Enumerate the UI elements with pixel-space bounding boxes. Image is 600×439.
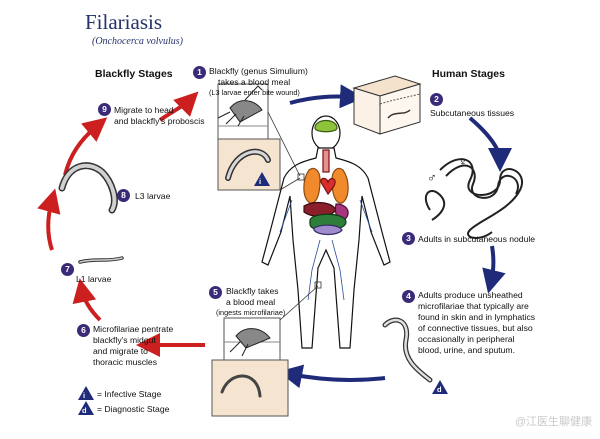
human-stages-header: Human Stages: [432, 68, 505, 80]
legend-diagnostic-label: = Diagnostic Stage: [97, 404, 170, 414]
step-badge-1: 1: [193, 66, 206, 79]
female-symbol: ♀: [458, 154, 468, 169]
adult-worms-drawing: [424, 158, 523, 239]
step-badge-7: 7: [61, 263, 74, 276]
legend-diagnostic-letter: d: [82, 406, 87, 415]
legend-infective-label: = Infective Stage: [97, 389, 162, 399]
skin-tissue-block: [352, 75, 422, 135]
step-badge-2: 2: [430, 93, 443, 106]
step-4-line-5: occasionally in peripheral: [418, 334, 515, 344]
step-6-line-4: thoracic muscles: [93, 357, 157, 367]
diagram-subtitle: (Onchocerca volvulus): [92, 36, 183, 47]
step-5-line-1: Blackfly takes: [226, 286, 279, 296]
step-4-line-2: microfilariae that typically are: [418, 301, 529, 311]
diagram-title: Filariasis: [85, 10, 162, 34]
step-6-line-3: and migrate to: [93, 346, 148, 356]
step-1-line-2: takes a blood meal: [218, 77, 291, 87]
inset-connector-lines: [267, 111, 322, 321]
step-badge-4: 4: [402, 290, 415, 303]
arrow-1-to-2: [289, 84, 364, 109]
diagnostic-marker-letter: d: [437, 385, 442, 394]
diagnostic-stage-marker: [432, 380, 448, 394]
blackfly-inset-top: [217, 83, 269, 140]
legend-infective-letter: i: [83, 391, 86, 400]
blackfly-inset-bottom: [223, 317, 281, 361]
infective-stage-marker: [254, 172, 270, 186]
arrow-6-to-7: [72, 278, 102, 322]
step-8-text: L3 larvae: [135, 191, 171, 201]
larva-inset-top: [217, 138, 281, 191]
step-badge-9: 9: [98, 103, 111, 116]
step-4-line-3: found in skin and in lymphatics: [418, 312, 536, 322]
arrow-8-to-9: [63, 117, 108, 176]
step-6-line-1: Microfilariae pentrate: [93, 324, 174, 334]
step-4-line-1: Adults produce unsheathed: [418, 290, 523, 300]
step-3-text: Adults in subcutaneous nodule: [418, 234, 536, 244]
step-badge-6: 6: [77, 324, 90, 337]
step-4-line-6: blood, urine, and sputum.: [418, 345, 515, 355]
step-1-line-1: Blackfly (genus Simulium): [209, 66, 308, 76]
step-5-line-3: (ingests microfilariae): [216, 308, 286, 317]
blackfly-stages-header: Blackfly Stages: [95, 68, 173, 80]
step-badge-3: 3: [402, 232, 415, 245]
step-2-text: Subcutaneous tissues: [430, 108, 515, 118]
cycle-arrows: [37, 84, 512, 389]
step-9-line-2: and blackfly's proboscis: [114, 116, 205, 126]
step-badge-5: 5: [209, 286, 222, 299]
arrow-7-to-8: [37, 188, 61, 251]
legend-infective-triangle: [78, 386, 94, 400]
arrow-2-to-3: [468, 116, 512, 172]
step-badge-8: 8: [117, 189, 130, 202]
microfilaria-drawing: [220, 374, 262, 398]
step-6-line-2: blackfly's midgut: [93, 335, 156, 345]
watermark: @江医生聊健康: [514, 416, 592, 428]
male-symbol: ♂: [427, 170, 437, 185]
arrow-3-to-4: [482, 245, 506, 294]
step-5-line-2: a blood meal: [226, 297, 276, 307]
step-4-line-4: of connective tissues, but also: [418, 323, 533, 333]
arrow-4-to-5: [278, 364, 386, 389]
step-9-line-1: Migrate to head: [114, 105, 174, 115]
human-body-illustration: [261, 115, 391, 349]
step-1-line-3: (L3 larvae enter bite wound): [209, 88, 300, 97]
legend-diagnostic-triangle: [78, 401, 94, 415]
step-7-text: L1 larvae: [76, 274, 112, 284]
arrow-9-to-1: [158, 91, 199, 122]
infective-marker-letter: i: [259, 177, 262, 186]
